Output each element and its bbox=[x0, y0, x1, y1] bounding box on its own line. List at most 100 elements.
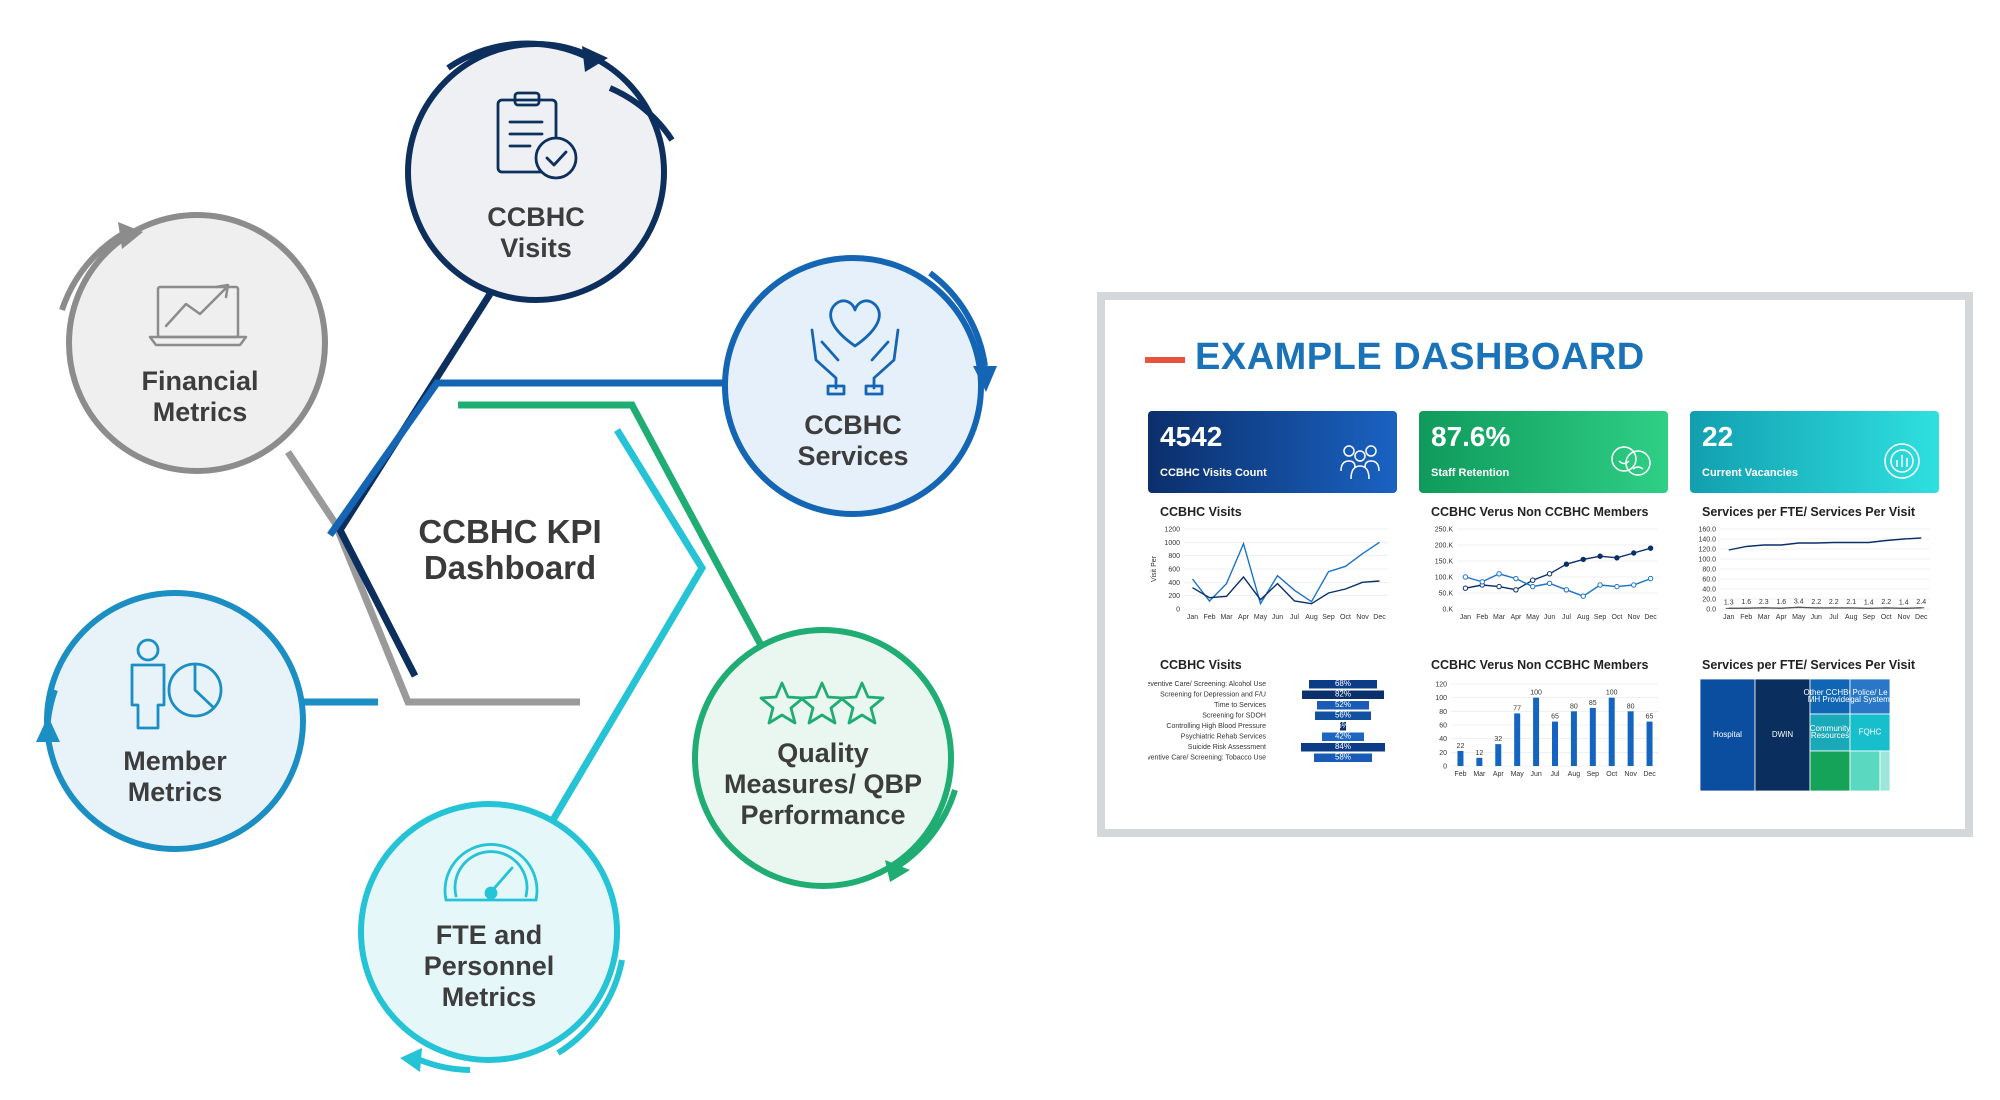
visits-label-line2: Visits bbox=[500, 233, 572, 263]
x-tick-label: Aug bbox=[1577, 614, 1590, 621]
x-tick-label: Oct bbox=[1881, 614, 1892, 621]
x-tick-label: Dec bbox=[1644, 614, 1657, 621]
y-tick-label: 40 bbox=[1439, 736, 1447, 743]
treemap-tile bbox=[1849, 750, 1881, 792]
bar-value-label: 68% bbox=[1335, 679, 1351, 688]
x-tick-label: Mar bbox=[1473, 771, 1486, 778]
x-tick-label: Nov bbox=[1624, 771, 1637, 778]
y-tick-label: 0 bbox=[1176, 607, 1180, 614]
bar bbox=[1570, 711, 1577, 766]
quality-connector bbox=[458, 401, 774, 664]
treemap-tile bbox=[1849, 678, 1891, 715]
node-financial-metrics: Financial Metrics bbox=[59, 212, 328, 474]
x-tick-label: Apr bbox=[1493, 771, 1505, 778]
treemap-label: gal System bbox=[1850, 695, 1890, 704]
treemap-tile bbox=[1699, 678, 1756, 792]
group-icon bbox=[1340, 445, 1380, 480]
x-tick-label: Jan bbox=[1723, 614, 1734, 621]
category-label: Psychiatric Rehab Services bbox=[1181, 734, 1267, 741]
node-quality-measures: Quality Measures/ QBP Performance bbox=[692, 627, 958, 889]
services-label-line1: CCBHC bbox=[804, 410, 902, 440]
treemap-label: Hospital bbox=[1713, 730, 1742, 739]
member-label-line1: Member bbox=[123, 746, 227, 776]
data-point bbox=[1614, 583, 1620, 590]
x-tick-label: Feb bbox=[1454, 771, 1466, 778]
x-tick-label: Aug bbox=[1305, 614, 1318, 621]
data-point bbox=[1546, 571, 1553, 577]
x-tick-label: May bbox=[1511, 771, 1525, 778]
financial-connector bbox=[285, 450, 580, 706]
y-tick-label: 60.0 bbox=[1702, 577, 1716, 584]
bar bbox=[1317, 701, 1369, 710]
y-tick-label: 60 bbox=[1439, 723, 1447, 730]
kpi-retention-value: 87.6% bbox=[1431, 421, 1511, 452]
y-tick-label: 140.0 bbox=[1698, 537, 1716, 544]
financial-label-line1: Financial bbox=[141, 366, 258, 396]
y-tick-label: 80 bbox=[1439, 709, 1447, 716]
treemap-label: MH Provider bbox=[1808, 695, 1853, 704]
data-point bbox=[1479, 579, 1485, 585]
bar bbox=[1322, 732, 1364, 741]
x-tick-label: Oct bbox=[1611, 614, 1622, 621]
y-tick-label: 200 bbox=[1168, 593, 1180, 600]
y-tick-label: 20.0 bbox=[1702, 597, 1716, 604]
kpi-visits-label: CCBHC Visits Count bbox=[1160, 467, 1267, 479]
data-point bbox=[1513, 587, 1519, 593]
x-tick-label: Sep bbox=[1322, 614, 1335, 621]
hub-title-line2: Dashboard bbox=[424, 549, 596, 586]
bar-value-label: 56% bbox=[1335, 711, 1351, 720]
kpi-vacancies-label: Current Vacancies bbox=[1702, 467, 1798, 479]
panel-fte-tree: Services per FTE/ Services Per Visit Hos… bbox=[1690, 658, 1940, 796]
fte-label-line3: Metrics bbox=[442, 982, 537, 1012]
treemap-label: DWIN bbox=[1772, 730, 1794, 739]
data-point bbox=[1462, 574, 1469, 580]
y-tick-label: 0 bbox=[1443, 764, 1447, 771]
x-tick-label: Feb bbox=[1203, 614, 1215, 621]
bar-value-label: 6% bbox=[1337, 721, 1349, 730]
quality-label-line3: Performance bbox=[740, 800, 905, 830]
x-tick-label: Jul bbox=[1551, 771, 1560, 778]
data-point bbox=[1580, 593, 1586, 599]
bar-value-label: 22 bbox=[1457, 743, 1465, 750]
y-tick-label: 120.0 bbox=[1698, 547, 1716, 554]
treemap-tile bbox=[1754, 678, 1811, 792]
data-point bbox=[1563, 587, 1570, 593]
bar bbox=[1495, 744, 1502, 766]
y-tick-label: 160.0 bbox=[1698, 527, 1716, 534]
data-point bbox=[1597, 553, 1603, 559]
chart-circle-icon bbox=[1884, 443, 1920, 479]
series-line bbox=[1465, 573, 1651, 597]
y-tick-label: 80.0 bbox=[1702, 567, 1716, 574]
data-point bbox=[1513, 575, 1519, 582]
x-tick-label: Jan bbox=[1187, 614, 1198, 621]
bar bbox=[1340, 722, 1346, 731]
treemap-tile bbox=[1849, 713, 1891, 752]
treemap-label: Other CCHBC/ bbox=[1804, 688, 1858, 697]
data-label: 2.2 bbox=[1811, 599, 1821, 606]
x-tick-label: Dec bbox=[1373, 614, 1386, 621]
data-label: 2.2 bbox=[1829, 599, 1839, 606]
data-label: 3.4 bbox=[1794, 598, 1804, 605]
x-tick-label: Nov bbox=[1356, 614, 1369, 621]
faces-icon bbox=[1611, 446, 1651, 476]
kpi-card-retention: 87.6% Staff Retention bbox=[1419, 411, 1668, 493]
series-line bbox=[1191, 541, 1380, 606]
category-label: Time to Services bbox=[1214, 702, 1266, 709]
x-tick-label: May bbox=[1254, 614, 1268, 621]
bar bbox=[1314, 753, 1372, 762]
kpi-visits-value: 4542 bbox=[1160, 421, 1223, 452]
hub-title-line1: CCBHC KPI bbox=[418, 513, 601, 550]
bar bbox=[1552, 721, 1558, 766]
bar-value-label: 80 bbox=[1627, 703, 1635, 710]
x-tick-label: Jan bbox=[1460, 614, 1471, 621]
data-point bbox=[1546, 580, 1553, 587]
data-point bbox=[1580, 556, 1586, 563]
x-tick-label: Apr bbox=[1510, 614, 1522, 621]
data-point bbox=[1563, 561, 1570, 567]
example-dashboard-card: EXAMPLE DASHBOARD 4542 CCBHC Visits Coun… bbox=[1097, 292, 1973, 837]
data-label: 1.6 bbox=[1741, 599, 1751, 606]
data-point bbox=[1462, 585, 1469, 591]
data-point bbox=[1597, 582, 1603, 588]
